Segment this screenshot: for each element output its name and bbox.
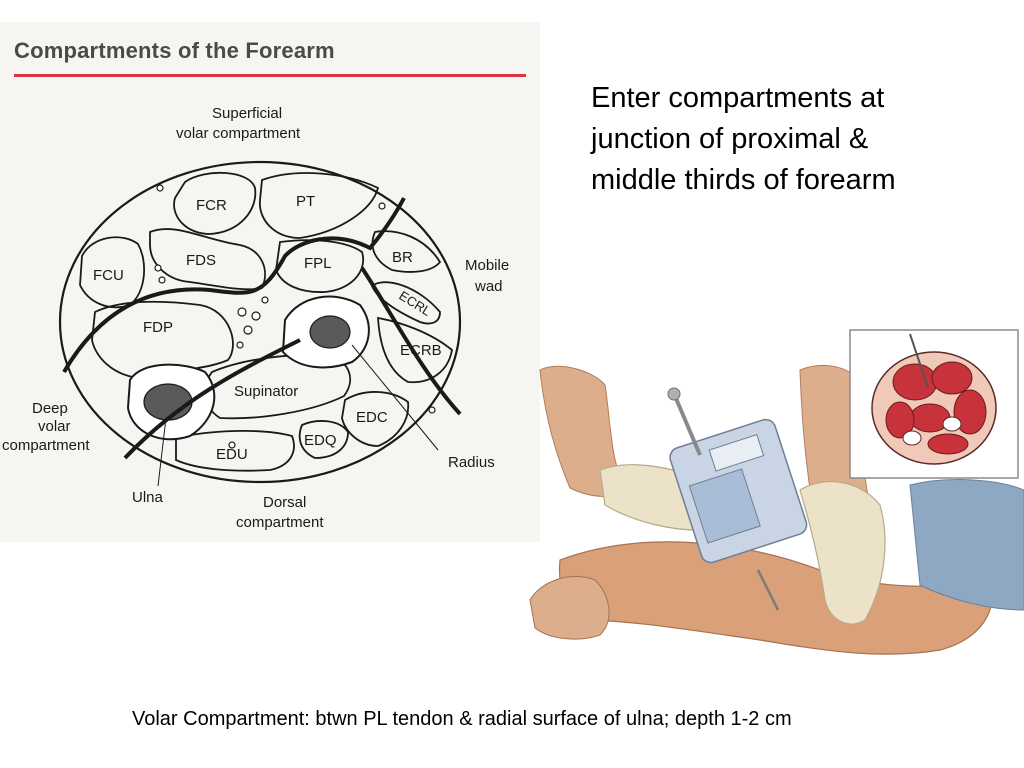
label-deep-2: volar	[38, 418, 71, 435]
mobile-wad-line	[360, 266, 462, 416]
label-ulna: Ulna	[132, 489, 164, 506]
patient-hand	[529, 575, 610, 640]
heading-line-3: middle thirds of forearm	[591, 164, 896, 196]
inset-needle	[909, 333, 929, 389]
label-fds: FDS	[186, 252, 216, 269]
inset-bone-radius	[942, 416, 962, 432]
edc-muscle	[341, 391, 410, 447]
pt-muscle	[259, 172, 380, 239]
forearm-outline	[58, 160, 462, 484]
label-br: BR	[392, 249, 413, 266]
caption: Volar Compartment: btwn PL tendon & radi…	[132, 708, 792, 730]
fdp-muscle	[91, 300, 234, 379]
ulna-leader-line	[157, 417, 167, 487]
label-mobile-1: Mobile	[465, 257, 509, 274]
label-fcr: FCR	[196, 197, 227, 214]
label-fpl: FPL	[304, 255, 332, 272]
fcr-muscle	[173, 171, 257, 235]
label-fdp: FDP	[143, 319, 173, 336]
fcu-muscle	[79, 236, 145, 309]
label-radius: Radius	[448, 454, 495, 471]
pressure-monitor	[669, 418, 808, 564]
syringe-top	[667, 387, 681, 401]
radius-marrow	[309, 315, 351, 349]
label-ecrb: ECRB	[400, 342, 442, 359]
edu-muscle	[175, 430, 295, 472]
vessel-dots	[154, 184, 436, 449]
edq-muscle	[298, 420, 349, 459]
syringe-plunger	[673, 395, 702, 456]
forearm-cross-section-diagram: Superficial volar compartment FCR PT FDS…	[2, 105, 509, 531]
ecrb-muscle	[377, 316, 453, 384]
ecrl-muscle	[370, 281, 441, 325]
label-superficial-2: volar compartment	[176, 125, 301, 142]
blue-sleeve	[909, 479, 1024, 611]
supinator-muscle	[204, 354, 352, 420]
diagram-panel	[0, 22, 540, 542]
label-fcu: FCU	[93, 267, 124, 284]
heading-line-1: Enter compartments at	[591, 82, 885, 114]
label-supinator: Supinator	[234, 383, 298, 400]
ulna-marrow	[143, 383, 193, 421]
forearm	[558, 541, 994, 655]
volar-dividing-line	[62, 197, 406, 374]
pressure-measurement-illustration	[529, 329, 1024, 655]
label-superficial-1: Superficial	[212, 105, 282, 122]
label-ecrl: ECRL	[396, 288, 433, 319]
br-muscle	[371, 230, 442, 273]
label-dorsal-2: compartment	[236, 514, 324, 531]
label-dorsal-1: Dorsal	[263, 494, 306, 511]
radius-leader-line	[351, 344, 439, 451]
slide-heading: Enter compartments at junction of proxim…	[591, 78, 1001, 201]
label-edq: EDQ	[304, 432, 337, 449]
label-pt: PT	[296, 193, 315, 210]
deep-dorsal-line	[123, 338, 301, 460]
label-deep-3: compartment	[2, 437, 90, 454]
label-mobile-2: wad	[474, 278, 503, 295]
heading-line-2: junction of proximal &	[591, 123, 869, 155]
right-glove	[799, 481, 886, 625]
panel-title: Compartments of the Forearm	[14, 38, 335, 63]
label-edu: EDU	[216, 446, 248, 463]
inset-muscles	[885, 361, 987, 455]
label-deep-1: Deep	[32, 400, 68, 417]
label-edc: EDC	[356, 409, 388, 426]
needle	[756, 569, 780, 611]
title-underline	[14, 74, 526, 77]
inset-bone-ulna	[902, 430, 922, 446]
